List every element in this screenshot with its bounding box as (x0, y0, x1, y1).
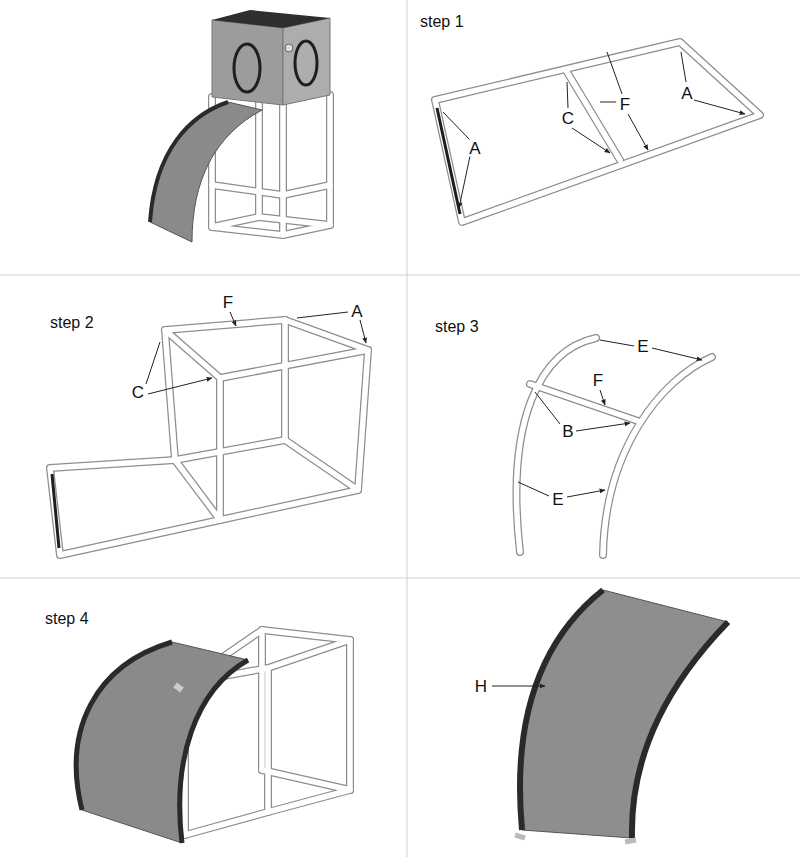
part-letter: A (680, 85, 693, 102)
part-letter: F (592, 372, 604, 389)
part-letter: E (551, 491, 564, 508)
step-heading: step 4 (45, 611, 89, 627)
part-letter: A (468, 140, 481, 157)
part-letter: C (131, 384, 145, 401)
part-letter: B (561, 423, 574, 440)
step4-assembly (76, 630, 350, 843)
part-letter: F (619, 96, 631, 113)
part-letter: E (636, 338, 649, 355)
finished-product (150, 10, 330, 242)
step-heading: step 2 (50, 315, 94, 331)
ramp-panel (492, 590, 728, 842)
part-letter: F (222, 294, 234, 311)
step-heading: step 3 (435, 319, 479, 335)
step3-arches (517, 338, 712, 555)
step-heading: step 1 (420, 14, 464, 30)
part-letter: C (561, 110, 575, 127)
step2-frame (50, 312, 368, 555)
part-letter: H (474, 678, 488, 695)
step1-frame (435, 42, 760, 222)
part-letter: A (350, 303, 363, 320)
